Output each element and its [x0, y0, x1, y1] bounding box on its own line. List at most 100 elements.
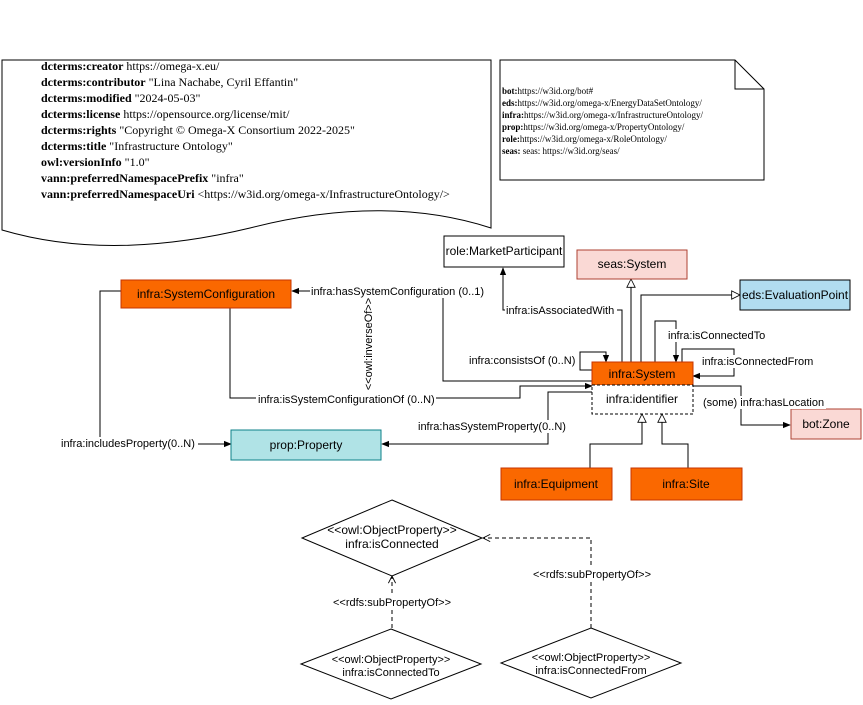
is-connected-to-name: infra:isConnectedTo [342, 667, 439, 679]
metadata-key: dcterms:license [41, 107, 121, 121]
edge-subclass-evaluation-point [640, 295, 740, 362]
metadata-value: "1.0" [122, 155, 150, 169]
label-is-associated-with: infra:isAssociatedWith [506, 305, 614, 317]
metadata-line: dcterms:rights "Copyright © Omega-X Cons… [41, 123, 355, 137]
class-system-configuration-label: infra:SystemConfiguration [137, 287, 275, 301]
object-property-is-connected: <<owl:ObjectProperty>> infra:isConnected [300, 499, 484, 577]
edge-is-connected-from [681, 348, 735, 380]
edge-subclass-site [662, 414, 689, 471]
class-evaluation-point-label: eds:EvaluationPoint [742, 288, 849, 302]
label-is-system-configuration-of: infra:isSystemConfigurationOf (0..N) [258, 394, 435, 406]
is-connected-stereotype: <<owl:ObjectProperty>> [327, 523, 456, 537]
label-subproperty-left: <<rdfs:subPropertyOf>> [333, 597, 451, 609]
metadata-value: "Lina Nachabe, Cyril Effantin" [146, 75, 299, 89]
namespace-note-shape [499, 59, 765, 181]
metadata-line: dcterms:title "Infrastructure Ontology" [41, 139, 233, 153]
class-identifier: infra:identifier [591, 384, 694, 415]
metadata-line: vann:preferredNamespaceUri <https://w3id… [41, 187, 450, 201]
namespace-key: prop: [502, 122, 523, 132]
is-connected-from-stereotype: <<owl:ObjectProperty>> [532, 652, 651, 664]
edge-includes-property [99, 290, 232, 448]
metadata-value: "Infrastructure Ontology" [106, 139, 233, 153]
namespace-value: https://w3id.org/bot# [518, 86, 594, 96]
object-property-is-connected-to: <<owl:ObjectProperty>> infra:isConnected… [299, 628, 483, 700]
metadata-key: dcterms:contributor [41, 75, 146, 89]
metadata-value: "infra" [208, 171, 244, 185]
class-equipment-label: infra:Equipment [514, 477, 599, 491]
class-seas-system-label: seas:System [598, 257, 667, 271]
namespace-line: role:https://w3id.org/omega-x/RoleOntolo… [502, 134, 667, 144]
object-property-is-connected-from: <<owl:ObjectProperty>> infra:isConnected… [499, 627, 683, 699]
metadata-lines: dcterms:creator https://omega-x.eu/dcter… [41, 59, 450, 201]
label-has-system-configuration: infra:hasSystemConfiguration (0..1) [311, 286, 484, 298]
namespace-value: seas: https://w3id.org/seas/ [521, 146, 621, 156]
class-site-label: infra:Site [662, 477, 710, 491]
metadata-value: https://opensource.org/license/mit/ [120, 107, 290, 121]
metadata-value: "Copyright © Omega-X Consortium 2022-202… [116, 123, 355, 137]
metadata-line: owl:versionInfo "1.0" [41, 155, 150, 169]
namespace-key: bot: [502, 86, 518, 96]
is-connected-name: infra:isConnected [345, 537, 438, 551]
metadata-key: vann:preferredNamespacePrefix [41, 171, 208, 185]
namespace-value: https://w3id.org/omega-x/PropertyOntolog… [523, 122, 685, 132]
metadata-line: dcterms:contributor "Lina Nachabe, Cyril… [41, 75, 298, 89]
label-inverse-of: <<owl:inverseOf>> [363, 298, 375, 390]
metadata-value: https://omega-x.eu/ [123, 59, 220, 73]
namespace-key: eds: [502, 98, 518, 108]
metadata-key: dcterms:creator [41, 59, 124, 73]
label-subproperty-right: <<rdfs:subPropertyOf>> [533, 569, 651, 581]
class-market-participant: role:MarketParticipant [443, 235, 565, 268]
namespace-value: https://w3id.org/omega-x/InfrastructureO… [524, 110, 704, 120]
class-system-configuration: infra:SystemConfiguration [120, 279, 292, 309]
metadata-key: dcterms:modified [41, 91, 132, 105]
metadata-line: dcterms:modified "2024-05-03" [41, 91, 201, 105]
metadata-key: vann:preferredNamespaceUri [41, 187, 195, 201]
namespace-note: bot:https://w3id.org/bot#eds:https://w3i… [499, 59, 765, 181]
namespace-line: seas: seas: https://w3id.org/seas/ [502, 146, 620, 156]
metadata-line: vann:preferredNamespacePrefix "infra" [41, 171, 244, 185]
label-includes-property: infra:includesProperty(0..N) [61, 438, 195, 450]
edge-is-system-configuration-of [229, 308, 593, 399]
namespace-line: bot:https://w3id.org/bot# [502, 86, 594, 96]
namespace-lines: bot:https://w3id.org/bot#eds:https://w3i… [502, 86, 704, 156]
is-connected-to-stereotype: <<owl:ObjectProperty>> [332, 654, 451, 666]
namespace-key: seas: [502, 146, 521, 156]
class-system-label: infra:System [609, 367, 676, 381]
metadata-value: "2024-05-03" [132, 91, 201, 105]
edge-label-group: infra:hasSystemConfiguration (0..1) infr… [60, 285, 826, 609]
namespace-note-fold [734, 60, 764, 90]
namespace-line: eds:https://w3id.org/omega-x/EnergyDataS… [502, 98, 702, 108]
label-has-location: (some) infra:hasLocation [703, 397, 824, 409]
class-seas-system: seas:System [576, 249, 688, 280]
metadata-key: owl:versionInfo [41, 155, 122, 169]
label-consists-of: infra:consistsOf (0..N) [469, 355, 575, 367]
class-property-label: prop:Property [270, 438, 343, 452]
label-is-connected-to: infra:isConnectedTo [668, 330, 765, 342]
class-site: infra:Site [630, 467, 743, 501]
class-equipment: infra:Equipment [500, 467, 613, 501]
class-identifier-label: infra:identifier [606, 392, 678, 406]
metadata-line: dcterms:creator https://omega-x.eu/ [41, 59, 220, 73]
class-property: prop:Property [230, 429, 382, 461]
is-connected-from-name: infra:isConnectedFrom [535, 665, 646, 677]
label-is-connected-from: infra:isConnectedFrom [702, 356, 813, 368]
namespace-value: https://w3id.org/omega-x/EnergyDataSetOn… [518, 98, 703, 108]
metadata-note-shape [1, 59, 492, 246]
class-zone: bot:Zone [790, 408, 862, 440]
metadata-value: <https://w3id.org/omega-x/Infrastructure… [195, 187, 451, 201]
edge-consists-of [579, 351, 610, 371]
class-zone-label: bot:Zone [802, 417, 850, 431]
metadata-note: dcterms:creator https://omega-x.eu/dcter… [1, 59, 492, 246]
class-evaluation-point: eds:EvaluationPoint [739, 279, 851, 311]
edge-subclass-equipment [589, 414, 642, 471]
class-market-participant-label: role:MarketParticipant [446, 244, 563, 258]
label-has-system-property: infra:hasSystemProperty(0..N) [418, 421, 566, 433]
class-system: infra:System [591, 361, 694, 386]
edge-subproperty-connected-from [483, 538, 592, 628]
namespace-line: infra:https://w3id.org/omega-x/Infrastru… [502, 110, 704, 120]
metadata-key: dcterms:title [41, 139, 107, 153]
metadata-line: dcterms:license https://opensource.org/l… [41, 107, 290, 121]
edge-has-system-property [381, 391, 592, 448]
